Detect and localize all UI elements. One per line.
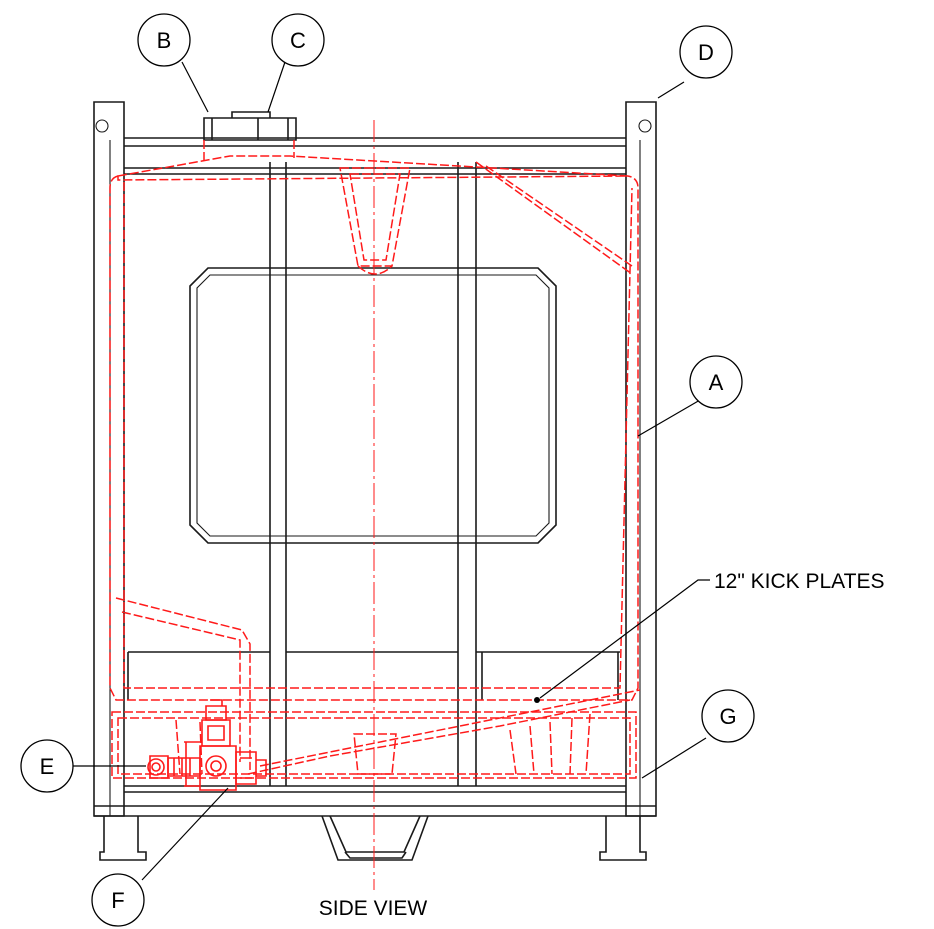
kick-plates-leader-dot [534,697,540,703]
callout-c: C [271,13,325,67]
view-title: SIDE VIEW [319,897,428,920]
leader-f [141,787,229,881]
callout-a: A [689,355,743,409]
right-corner-post [625,101,657,817]
tank-top-right-slope [475,161,633,275]
right-lifting-eye [638,119,652,133]
tank-outline-inner [123,182,633,689]
top-inlet-funnel [339,167,411,275]
bottom-rail [94,785,656,817]
leader-c [267,61,286,113]
callout-f-text: F [111,888,124,913]
callout-a-text: A [709,370,724,395]
kick-plate-right [481,652,619,700]
right-foot [599,816,647,861]
callout-e-text: E [40,754,55,779]
fill-cap [203,111,297,141]
top-rail [124,137,626,175]
upright-right [457,162,477,786]
upright-left [269,162,287,786]
callout-c-text: C [290,28,306,53]
callout-d-text: D [698,40,714,65]
side-panel-inner-outline [196,274,550,537]
left-foot [99,816,147,861]
callout-b: B [137,13,191,67]
bottom-ribs-left [175,719,203,775]
callout-g: G [701,689,755,743]
leader-a [637,399,701,437]
callout-b-text: B [157,28,172,53]
leader-d [657,81,685,99]
callout-leaders [73,61,710,881]
tank-top-left-slope [117,155,629,181]
callout-e: E [20,739,74,793]
bottom-ribs-right [509,713,591,775]
leader-kick-plates [539,579,710,699]
left-corner-post [93,101,125,817]
fill-port-outline [203,140,295,162]
kick-plates-label: 12" KICK PLATES [714,570,884,593]
side-panel-outline [189,267,557,544]
left-lifting-eye [95,119,109,133]
center-drain-sump [353,733,397,775]
callout-d: D [679,25,733,79]
discharge-valve-assembly [147,699,267,791]
callout-g-text: G [719,704,736,729]
leader-b [181,61,209,113]
callout-f: F [91,873,145,927]
center-fork-channel [321,815,429,861]
tank-sloped-bottom [247,689,641,775]
leader-g [641,737,707,779]
bottom-cradle [111,711,637,779]
left-sump [115,597,251,770]
steel-frame [93,101,657,861]
